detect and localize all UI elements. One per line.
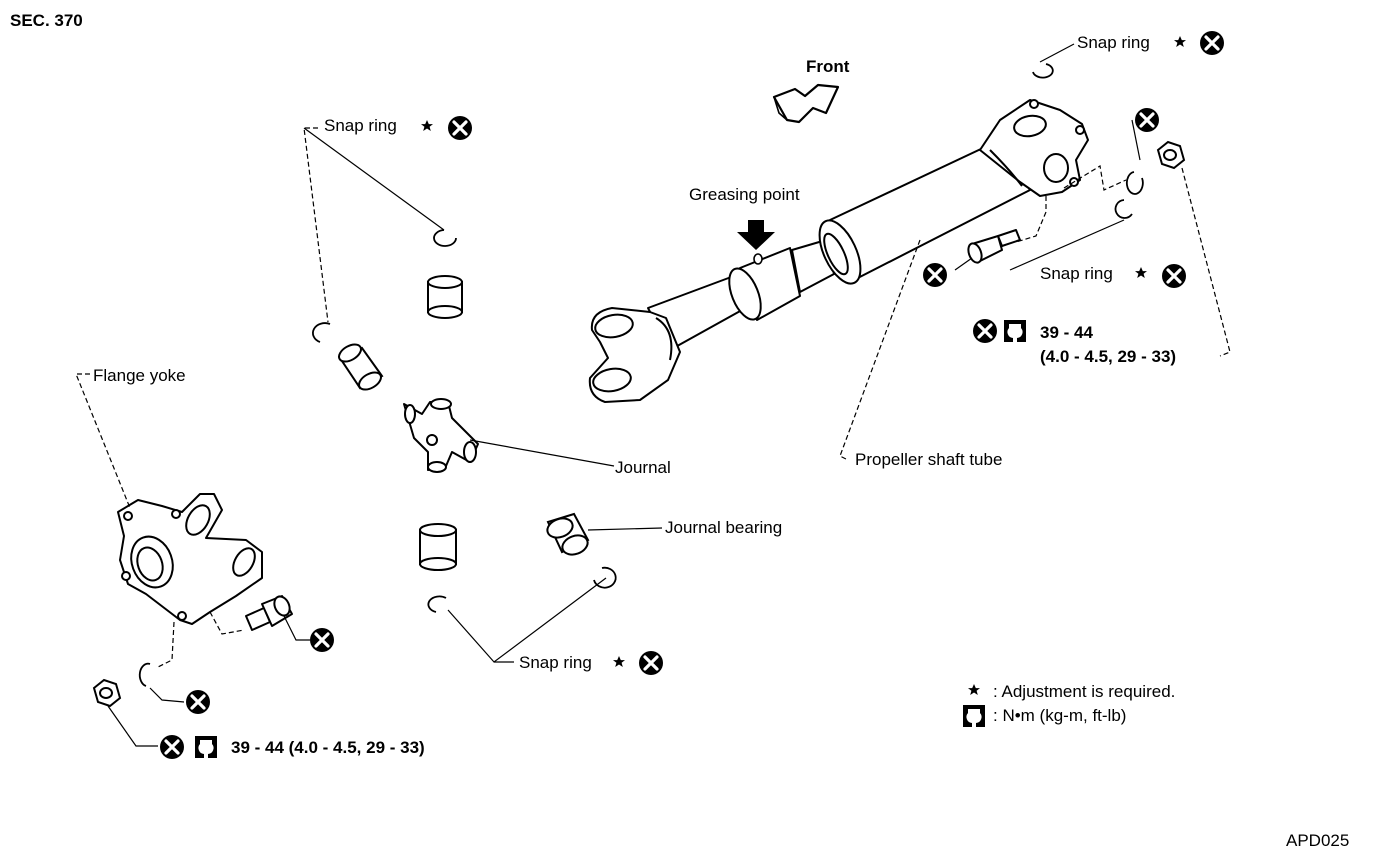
replace-icon [971,317,999,345]
replace-icon [446,114,474,142]
legend-torque-text: : N•m (kg-m, ft-lb) [993,706,1126,725]
snap-ring-bottom-center [427,595,447,613]
rear-flange-yoke [979,99,1089,197]
snap-ring-right-center [593,566,617,589]
replace-icon [184,688,212,716]
snap-ring-top-right [1032,63,1054,79]
star-icon [421,120,433,131]
flange-bolt-left [245,595,293,631]
replace-icon [1160,262,1188,290]
torque-right-line2: (4.0 - 4.5, 29 - 33) [1040,347,1176,366]
journal-label: Journal [615,458,671,477]
snap-ring-label-right: Snap ring [1040,264,1113,283]
replace-icon [1133,106,1161,134]
propeller-shaft-tube-label: Propeller shaft tube [855,450,1002,469]
replace-icon [158,733,186,761]
journal-bearing [546,512,590,556]
legend-star-text: : Adjustment is required. [993,682,1175,701]
propeller-shaft-tube [647,139,1031,351]
snap-ring-label-top-center: Snap ring [324,116,397,135]
greasing-point-label: Greasing point [689,185,800,204]
torque-wrench-icon [1004,320,1026,342]
greasing-point-arrow-icon [737,220,775,265]
section-title: SEC. 370 [10,11,83,30]
flange-yoke-label: Flange yoke [93,366,186,385]
leader-lines-right [839,43,1231,461]
snap-ring-left-center [312,322,331,343]
star-icon [613,656,625,667]
nut-left [92,678,122,708]
front-label: Front [806,57,850,76]
bearing-cup-bottom [419,523,457,571]
snap-ring-label-top-right: Snap ring [1077,33,1150,52]
figure-id: APD025 [1286,831,1349,850]
flange-bolt-right [967,229,1021,264]
snap-ring-top-center [433,229,457,247]
bearing-cup-top [427,275,463,319]
leader-lines-center [303,127,663,663]
torque-left: 39 - 44 (4.0 - 4.5, 29 - 33) [231,738,425,757]
journal-bearing-label: Journal bearing [665,518,782,537]
front-sleeve-yoke [588,307,681,403]
snap-ring-low-right [1114,199,1133,219]
leader-lines-left [75,373,310,747]
replace-icon [1198,29,1226,57]
snap-ring-mid-right [1125,171,1144,195]
front-arrow-icon [772,83,840,124]
journal-cross [403,398,479,473]
bearing-cup-left [338,343,384,391]
torque-wrench-icon [195,736,217,758]
flange-yoke [117,493,263,625]
replace-icon [921,261,949,289]
star-icon [968,684,980,695]
nut-right [1156,140,1186,170]
star-icon [1174,36,1186,47]
replace-icon [308,626,336,654]
replace-icon [637,649,665,677]
snap-ring-label-bottom-center: Snap ring [519,653,592,672]
snap-ring-flange-yoke [138,662,151,687]
star-icon [1135,267,1147,278]
torque-right-line1: 39 - 44 [1040,323,1093,342]
torque-wrench-icon [963,705,985,727]
